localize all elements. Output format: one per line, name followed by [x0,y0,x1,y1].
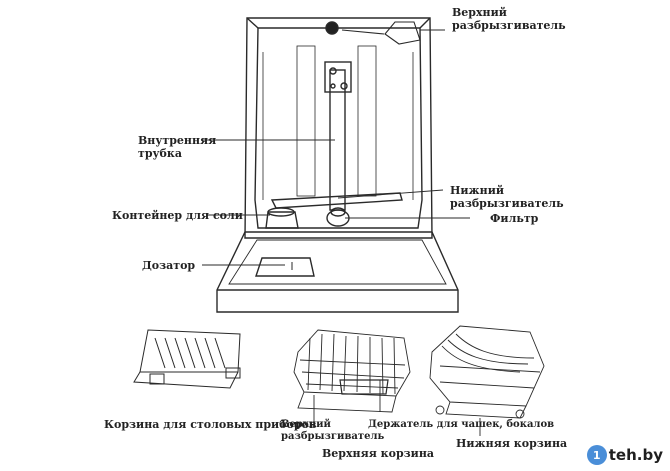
label-inner-tube-line-1: Внутренняя [138,134,217,147]
label-upper-spray-arm-line-1: Верхний [452,6,507,19]
top-port [325,21,339,35]
label-cutlery-basket: Корзина для столовых приборов [104,418,317,431]
label-lower-spray-arm-line-2: разбрызгиватель [450,197,564,210]
label-upper-basket: Верхняя корзина [322,447,435,460]
dishwasher-body [216,17,459,313]
watermark-badge: 1 [586,445,607,465]
label-upper-basket-spray-arm-line-1: Верхний [281,419,331,430]
salt-container-shape [265,211,299,229]
upper-spray-arm-callout [341,21,445,45]
label-dispenser: Дозатор [142,259,196,272]
tub-outer-frame [244,17,433,239]
label-cup-holder: Держатель для чашек, бокалов [368,419,555,430]
label-filter: Фильтр [490,212,539,225]
label-upper-spray-arm: Верхний разбрызгиватель [452,6,566,32]
label-inner-tube-line-2: трубка [138,147,182,160]
watermark-text: teh.by [608,446,663,464]
dispenser-shape [255,257,315,277]
basket-leader-lines [313,380,481,436]
label-salt-container: Контейнер для соли [112,209,243,222]
tube-connector [324,61,352,93]
lower-basket-drawing [429,325,545,419]
label-lower-spray-arm: Нижний разбрызгиватель [450,184,564,210]
upper-basket-drawing [293,329,411,413]
label-upper-basket-spray-arm: Верхний разбрызгиватель [281,419,384,443]
lower-spray-arm-shape [270,192,403,209]
label-upper-spray-arm-line-2: разбрызгиватель [452,19,566,32]
leader-lines [202,139,470,266]
door [216,231,459,313]
cutlery-basket-drawing [133,329,241,389]
label-lower-spray-arm-line-1: Нижний [450,184,505,197]
label-lower-basket: Нижняя корзина [456,437,568,450]
label-upper-basket-spray-arm-line-2: разбрызгиватель [281,431,385,442]
watermark: 1 teh.by [483,443,663,467]
label-inner-tube: Внутренняя трубка [138,134,216,160]
upper-spray-arm-shape [384,21,421,45]
